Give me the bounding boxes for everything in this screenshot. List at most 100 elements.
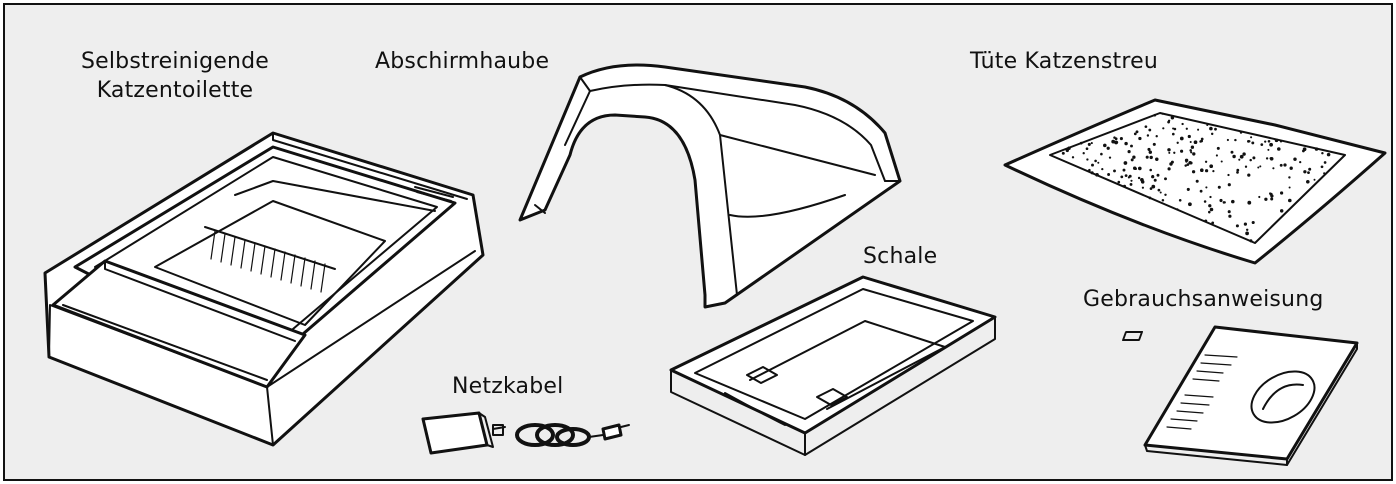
- litter-granule: [1086, 158, 1089, 161]
- litter-granule: [1293, 157, 1297, 161]
- litter-granule: [1195, 179, 1199, 183]
- litter-granule: [1306, 180, 1310, 184]
- litter-granule: [1247, 173, 1251, 177]
- litter-granule: [1302, 147, 1307, 152]
- litter-granule: [1186, 187, 1190, 191]
- litter-granule: [1289, 166, 1293, 170]
- litter-granule: [1190, 151, 1193, 154]
- litter-granule: [1181, 122, 1184, 126]
- litter-granule: [1189, 149, 1192, 152]
- litter-granule: [1299, 160, 1302, 164]
- litter-granule: [1236, 171, 1239, 174]
- litter-granule: [1095, 172, 1099, 177]
- litter-granule: [1192, 152, 1196, 156]
- litter-granule: [1199, 140, 1202, 143]
- litter-granule: [1228, 214, 1232, 218]
- litter-granule: [1258, 195, 1261, 199]
- litter-granule: [1209, 164, 1214, 169]
- litter-granule: [1159, 191, 1162, 194]
- litter-granule: [1133, 132, 1137, 136]
- litter-granule: [1117, 180, 1121, 184]
- litter-granule: [1087, 142, 1091, 146]
- litter-granule: [1101, 167, 1104, 171]
- litter-granule: [1130, 158, 1134, 162]
- litter-granule: [1119, 137, 1123, 141]
- litter-granule: [1320, 165, 1324, 169]
- litter-granule: [1186, 163, 1190, 166]
- litter-granule: [1252, 156, 1256, 160]
- litter-granule: [1259, 165, 1262, 168]
- litter-granule: [1227, 183, 1231, 187]
- litter-granule: [1313, 178, 1316, 181]
- litter-granule: [1245, 231, 1249, 236]
- litter-granule: [1323, 161, 1327, 164]
- litter-granule: [1134, 167, 1137, 171]
- litter-granule: [1220, 160, 1223, 163]
- litter-granule: [1288, 176, 1291, 179]
- litter-granule: [1238, 158, 1241, 161]
- litter-granule: [1193, 140, 1198, 145]
- litter-granule: [1245, 228, 1249, 232]
- litter-granule: [1176, 208, 1179, 211]
- litter-granule: [1153, 178, 1157, 182]
- litter-granule: [1251, 141, 1255, 145]
- litter-granule: [1199, 189, 1203, 193]
- litter-granule: [1236, 168, 1240, 172]
- litter-granule: [1065, 148, 1069, 153]
- label-litter-box-line2: Katzentoilette: [96, 78, 254, 103]
- tray-illustration: [669, 275, 997, 456]
- litter-granule: [1113, 169, 1116, 173]
- litter-granule: [1164, 193, 1167, 197]
- litter-granule: [1155, 135, 1158, 138]
- litter-granule: [1217, 185, 1221, 189]
- litter-granule: [1090, 171, 1094, 175]
- litter-granule: [1130, 144, 1133, 148]
- litter-granule: [1079, 141, 1083, 145]
- litter-granule: [1145, 155, 1149, 159]
- litter-box-illustration: [43, 131, 485, 447]
- litter-granule: [1189, 161, 1193, 165]
- litter-granule: [1283, 163, 1287, 167]
- litter-granule: [1170, 115, 1175, 120]
- litter-granule: [1270, 194, 1274, 198]
- litter-granule: [1167, 148, 1171, 152]
- litter-granule: [1209, 195, 1212, 199]
- label-litter-box: Selbstreinigende Katzentoilette: [60, 47, 290, 105]
- litter-granule: [1269, 157, 1274, 161]
- litter-granule: [1122, 184, 1127, 188]
- litter-granule: [1279, 191, 1284, 195]
- litter-granule: [1208, 210, 1211, 214]
- litter-granules: [1061, 112, 1331, 243]
- litter-granule: [1097, 161, 1100, 164]
- litter-granule: [1180, 149, 1184, 153]
- litter-granule: [1303, 170, 1307, 174]
- litter-bag-illustration: [1003, 98, 1387, 265]
- litter-granule: [1288, 198, 1292, 203]
- litter-granule: [1184, 164, 1187, 167]
- litter-granule: [1288, 186, 1291, 189]
- litter-granule: [1120, 175, 1124, 179]
- litter-granule: [1184, 158, 1189, 163]
- litter-granule: [1226, 138, 1229, 142]
- litter-granule: [1185, 127, 1188, 130]
- litter-granule: [1071, 156, 1075, 159]
- litter-granule: [1122, 168, 1126, 172]
- litter-granule: [1321, 151, 1324, 155]
- litter-granule: [1232, 154, 1236, 159]
- litter-granule: [1204, 160, 1208, 163]
- litter-granule: [1249, 239, 1253, 243]
- litter-granule: [1243, 222, 1247, 226]
- litter-granule: [1082, 152, 1085, 155]
- litter-granule: [1164, 177, 1167, 181]
- litter-granule: [1216, 146, 1220, 150]
- label-tray: Schale: [863, 244, 938, 269]
- litter-granule: [1211, 221, 1215, 225]
- litter-granule: [1155, 157, 1159, 161]
- litter-granule: [1106, 146, 1110, 150]
- litter-granule: [1204, 219, 1208, 223]
- litter-granule: [1141, 186, 1144, 189]
- litter-granule: [1269, 142, 1273, 147]
- litter-granule: [1308, 167, 1312, 171]
- litter-granule: [1157, 188, 1161, 192]
- litter-granule: [1103, 143, 1107, 148]
